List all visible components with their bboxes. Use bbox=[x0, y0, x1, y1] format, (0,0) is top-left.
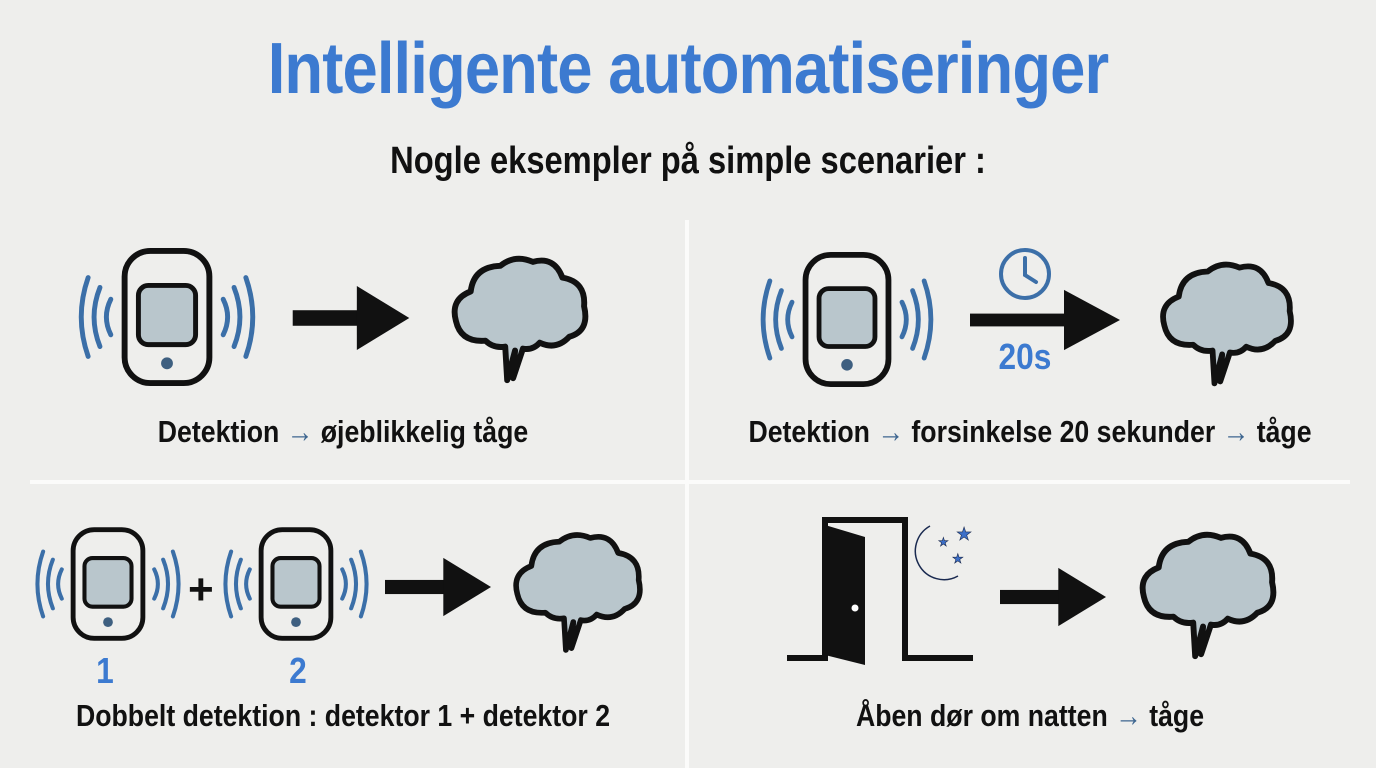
caption-text: Åben dør om natten bbox=[855, 698, 1108, 733]
caption-text: tåge bbox=[1256, 414, 1312, 449]
motion-sensor-icon bbox=[758, 252, 936, 387]
arrow-right-icon bbox=[385, 556, 491, 618]
horizontal-divider bbox=[30, 480, 1350, 484]
motion-sensor-2-icon bbox=[223, 525, 369, 643]
arrow-icon: → bbox=[286, 414, 314, 449]
clock-icon bbox=[999, 248, 1051, 300]
plus-sign: + bbox=[188, 565, 214, 614]
page-title: Intelligente automatiseringer bbox=[267, 29, 1109, 109]
motion-sensor-icon bbox=[78, 248, 256, 386]
fog-cloud-icon bbox=[1153, 258, 1301, 393]
arrow-right-icon bbox=[292, 284, 410, 352]
caption-text: Detektion bbox=[748, 414, 870, 449]
arrow-icon: → bbox=[1222, 414, 1250, 449]
arrow-right-icon bbox=[1000, 564, 1106, 630]
svg-text:★: ★ bbox=[956, 524, 972, 544]
caption-text: Detektion bbox=[157, 414, 280, 449]
scenario-caption: Detektion → forsinkelse 20 sekunder → tå… bbox=[738, 414, 1323, 450]
detector-2-label: 2 bbox=[289, 650, 307, 691]
svg-text:★: ★ bbox=[938, 535, 949, 549]
moon-stars-icon: ★ ★ ★ bbox=[914, 524, 972, 581]
arrow-icon: → bbox=[877, 414, 905, 449]
motion-sensor-1-icon bbox=[35, 525, 181, 643]
fog-cloud-icon bbox=[1133, 528, 1283, 666]
detector-1-label: 1 bbox=[96, 650, 114, 691]
caption-text: tåge bbox=[1149, 698, 1205, 733]
scenario-caption: Dobbelt detektion : detektor 1 + detekto… bbox=[75, 698, 611, 733]
open-door-icon bbox=[787, 517, 973, 665]
scenario-caption: Åben dør om natten → tåge bbox=[772, 698, 1288, 734]
arrow-icon: → bbox=[1115, 698, 1142, 733]
vertical-divider bbox=[685, 220, 689, 768]
scenario-caption: Detektion → øjeblikkelig tåge bbox=[85, 414, 601, 450]
fog-cloud-icon bbox=[508, 528, 648, 660]
caption-text: øjeblikkelig tåge bbox=[320, 414, 529, 449]
page-subtitle: Nogle eksempler på simple scenarier : bbox=[390, 140, 986, 182]
arrow-right-icon bbox=[970, 289, 1120, 351]
svg-text:★: ★ bbox=[952, 551, 964, 566]
caption-text: forsinkelse 20 sekunder bbox=[911, 414, 1216, 449]
delay-label: 20s bbox=[998, 336, 1052, 377]
fog-cloud-icon bbox=[446, 252, 594, 390]
